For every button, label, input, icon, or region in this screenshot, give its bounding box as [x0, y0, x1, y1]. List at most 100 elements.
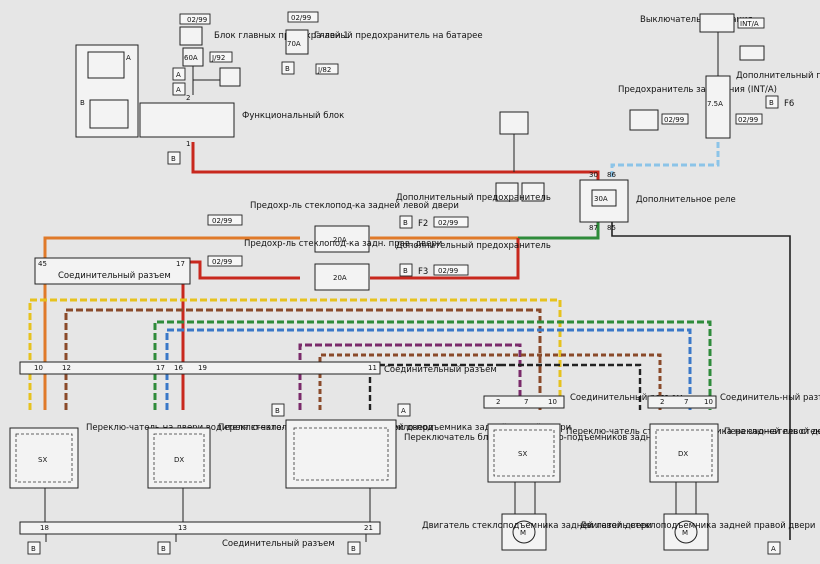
battery-icon — [179, 26, 203, 46]
fuse-rear-left-label: Предохр-ль стеклопод-ка задней левой две… — [250, 201, 459, 211]
tag-a-1 — [172, 67, 186, 81]
conn3-pin-10: 10 — [548, 398, 557, 406]
battery-plus-icon-4 — [629, 109, 659, 131]
inset-part-b — [89, 99, 129, 129]
date-tag-2-text: 02/99 — [291, 14, 311, 22]
tag-a-g4-text: A — [771, 545, 776, 553]
inset-label-b: B — [80, 99, 85, 107]
func-pin-1: 1 — [186, 140, 190, 148]
fuse-rear-right-20a — [314, 263, 370, 291]
switch-rr-dx: DX — [678, 450, 688, 458]
tag-b-g3 — [347, 541, 361, 555]
tag-b-f6-text: B — [769, 99, 774, 107]
motor-rear-right — [663, 513, 709, 551]
switch-icon — [521, 182, 545, 202]
func-block-label: Функциональный блок — [242, 111, 344, 121]
switch-rl-sx: SX — [518, 450, 527, 458]
tag-b-f3 — [399, 263, 413, 277]
conn3-pin-7: 7 — [524, 398, 528, 406]
tag-b-g2-text: B — [161, 545, 166, 553]
motor-left-label: Двигатель стеклоподъемника задней левой … — [422, 521, 652, 531]
relay-amp: 30A — [594, 195, 608, 203]
tag-f6-text: F6 — [784, 99, 794, 109]
tag-int-a-text: INT/A — [740, 20, 759, 28]
sw-driver-rear-left-label: Переклю-чатель на двери водителя стекло-… — [86, 423, 434, 433]
battery-plus-icon — [219, 67, 241, 87]
wire-relay-out — [518, 222, 600, 240]
conn2-pin-11: 11 — [368, 364, 377, 372]
motor-left-m: M — [520, 529, 526, 537]
connector-bottom — [19, 521, 381, 535]
extra-relay — [579, 179, 629, 223]
connb-pin-21: 21 — [364, 524, 373, 532]
fuse-60a-label: 60A — [184, 54, 198, 62]
conn-2-label: Соединительный разъем — [384, 365, 497, 375]
conn4-pin-2: 2 — [660, 398, 664, 406]
functional-block — [139, 102, 235, 138]
relay-pin-86: 86 — [607, 171, 616, 179]
battery-plus-icon-2 — [499, 111, 529, 135]
wire-purple — [298, 343, 522, 410]
tag-j92 — [209, 51, 233, 63]
wire-purple-2 — [318, 353, 662, 410]
conn2-pin-12: 12 — [62, 364, 71, 372]
tag-f2-text: F2 — [418, 219, 428, 229]
switch-rl-inner — [493, 429, 555, 477]
ign-switch-label: Выключатель зажигания — [640, 15, 753, 25]
connector-3 — [483, 395, 565, 409]
date-tag-6-text: 02/99 — [438, 219, 458, 227]
date-tag-6 — [433, 216, 469, 228]
fuse-rear-left-20a — [314, 225, 370, 253]
connector-4 — [647, 395, 717, 409]
tag-a-1-text: A — [176, 71, 181, 79]
extra-fuse-f2-label: Дополнительный предохранитель — [396, 193, 551, 203]
tag-a-g4 — [767, 541, 781, 555]
date-tag-1 — [179, 13, 211, 25]
main-battery-fuse — [285, 29, 309, 55]
switch-rr-inner — [655, 429, 713, 477]
tag-f3-text: F3 — [418, 267, 428, 277]
tag-a-2-text: A — [176, 86, 181, 94]
tag-b-main — [281, 61, 295, 75]
tag-b-main-text: B — [285, 65, 290, 73]
switch-driver-rear-right — [147, 427, 211, 489]
tag-b-lock-text: B — [275, 407, 280, 415]
relay-coil — [591, 189, 617, 207]
motor-right-circle — [674, 520, 698, 544]
date-tag-1-text: 02/99 — [187, 16, 207, 24]
conn1-pin-17: 17 — [176, 260, 185, 268]
motor-right-label: Двигатель стеклоподъемника задней правой… — [580, 521, 815, 531]
conn2-pin-10: 10 — [34, 364, 43, 372]
func-pin-2: 2 — [186, 94, 190, 102]
inset-part-a — [87, 51, 125, 79]
battery-plus-icon-3 — [739, 45, 765, 61]
motor-rear-left — [501, 513, 547, 551]
switch-driver-rear-left — [9, 427, 79, 489]
main-fuse-label: Главный предохранитель на батарее — [314, 31, 483, 41]
ign-fuse-7-5a — [705, 75, 731, 139]
conn2-pin-16: 16 — [174, 364, 183, 372]
connb-pin-13: 13 — [178, 524, 187, 532]
switch-dl-sx: SX — [38, 456, 47, 464]
tag-b-f3-text: B — [403, 267, 408, 275]
tag-a-lock-text: A — [401, 407, 406, 415]
conn4-pin-7: 7 — [684, 398, 688, 406]
ign-fuse-amp: 7.5A — [707, 100, 723, 108]
switch-dl-inner — [15, 433, 73, 483]
ground-drops — [44, 488, 371, 522]
date-tag-8-text: 02/99 — [438, 267, 458, 275]
fuse-rear-right-amp: 20A — [333, 274, 347, 282]
connector-1 — [34, 257, 191, 285]
main-relay-block-label: Блок главных предохра-лей 1 — [214, 31, 349, 41]
motor-right-m: M — [682, 529, 688, 537]
ign-key-icon — [699, 13, 735, 33]
tag-b-func — [167, 151, 181, 165]
tag-b-lock — [271, 403, 285, 417]
conn1-pin-45: 45 — [38, 260, 47, 268]
tag-j92-text: J/92 — [211, 54, 225, 62]
tag-j82 — [315, 63, 339, 75]
wire-f3-out — [370, 238, 520, 280]
date-tag-8 — [433, 264, 469, 276]
